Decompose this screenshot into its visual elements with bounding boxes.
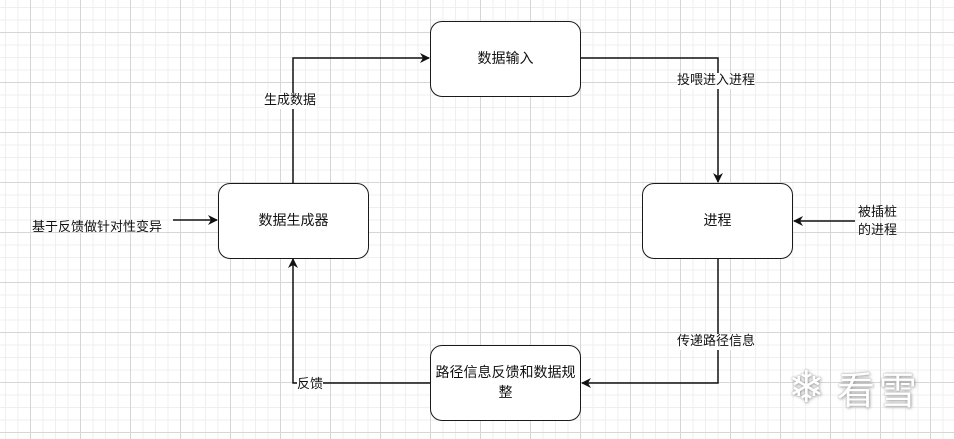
edge-label-generate-data: 生成数据 xyxy=(264,93,317,109)
edge-label-feedback: 反馈 xyxy=(297,377,324,393)
instrumented-process-label: 被插桩 的进程 xyxy=(858,204,897,240)
instrumented-label-line1: 被插桩 xyxy=(858,205,898,220)
node-data-input[interactable]: 数据输入 xyxy=(430,21,581,97)
node-data-generator-label: 数据生成器 xyxy=(258,213,329,229)
watermark-text: 看雪 xyxy=(836,369,921,413)
edge-feedback-to-generator xyxy=(288,258,431,384)
edge-label-pass-path: 传递路径信息 xyxy=(677,334,756,350)
node-data-input-label: 数据输入 xyxy=(477,51,534,67)
edge-process-to-feedback xyxy=(581,258,719,388)
node-data-generator[interactable]: 数据生成器 xyxy=(218,183,369,259)
node-path-feedback-label: 路径信息反馈和数据规整 xyxy=(435,365,576,401)
instrumented-label-line2: 的进程 xyxy=(858,223,898,238)
node-path-feedback[interactable]: 路径信息反馈和数据规整 xyxy=(430,345,581,421)
edge-generator-to-input xyxy=(292,53,430,183)
snowflake-icon: ❄ xyxy=(788,362,829,413)
mutation-label: 基于反馈做针对性变异 xyxy=(32,220,163,235)
node-process-label: 进程 xyxy=(703,213,732,229)
watermark: ❄ 看雪 xyxy=(788,360,921,415)
edge-input-to-process xyxy=(580,57,723,183)
node-process[interactable]: 进程 xyxy=(642,183,793,259)
edge-label-feed-process: 投喂进入进程 xyxy=(677,73,756,89)
